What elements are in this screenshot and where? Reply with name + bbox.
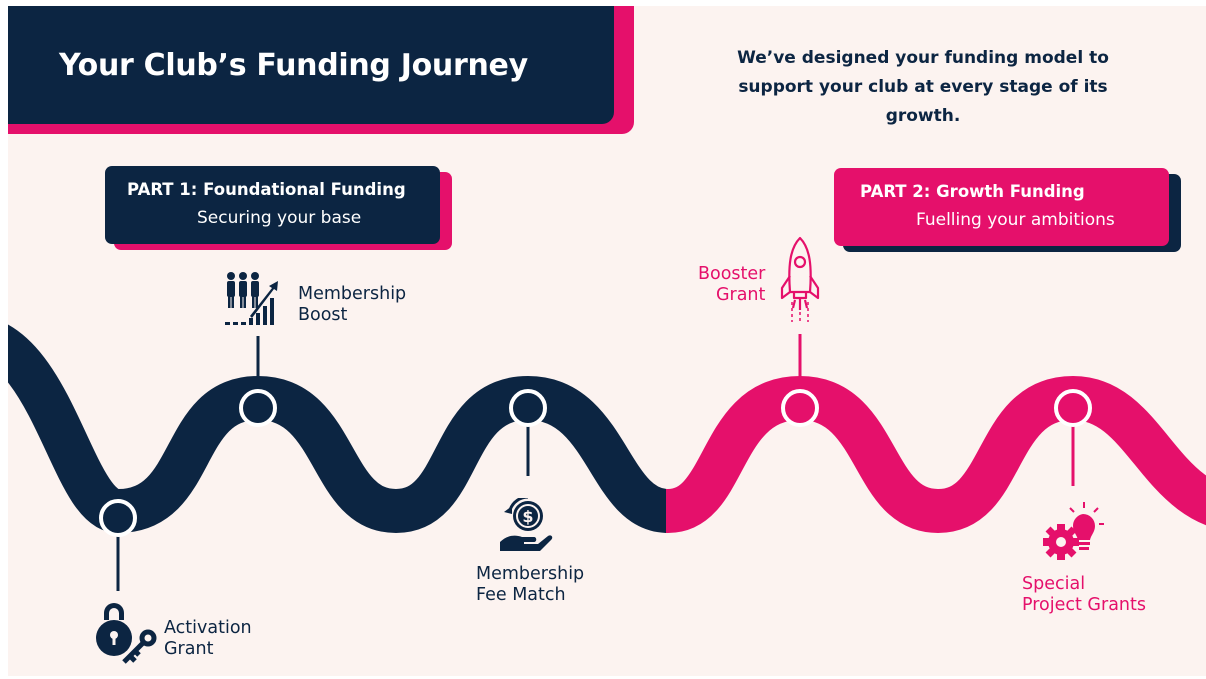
booster-grant-label: Booster Grant (698, 264, 766, 305)
part1-title: PART 1: Foundational Funding (127, 180, 406, 199)
wave-navy-segment (8, 324, 666, 534)
page-title: Your Club’s Funding Journey (59, 47, 528, 83)
special-project-label: Special Project Grants (1022, 574, 1146, 615)
wave-pink-segment (666, 375, 1206, 534)
milestone-dot-special (1054, 389, 1092, 427)
milestone-dot-fee-match (509, 389, 547, 427)
title-banner: Your Club’s Funding Journey (8, 6, 614, 124)
part1-card: PART 1: Foundational Funding Securing yo… (105, 166, 440, 244)
journey-canvas: Your Club’s Funding Journey We’ve design… (8, 6, 1206, 676)
gear-lightbulb-icon (1043, 502, 1104, 560)
milestone-dot-membership-boost (239, 389, 277, 427)
money-hand-icon: $ (500, 498, 553, 551)
part1-subtitle: Securing your base (197, 208, 362, 228)
milestone-dot-activation (99, 499, 137, 537)
journey-wave (8, 324, 1206, 591)
milestone-dot-booster (781, 389, 819, 427)
part2-title: PART 2: Growth Funding (860, 182, 1085, 201)
people-growth-icon (225, 272, 278, 325)
fee-match-label: Membership Fee Match (476, 564, 585, 605)
svg-text:$: $ (522, 507, 533, 526)
part2-card: PART 2: Growth Funding Fuelling your amb… (834, 168, 1169, 246)
rocket-icon (780, 236, 820, 324)
membership-boost-label: Membership Boost (298, 284, 407, 325)
lock-key-icon (96, 603, 157, 664)
activation-grant-label: Activation Grant (164, 618, 252, 659)
part2-subtitle: Fuelling your ambitions (916, 210, 1115, 230)
intro-text: We’ve designed your funding model to sup… (737, 48, 1109, 126)
